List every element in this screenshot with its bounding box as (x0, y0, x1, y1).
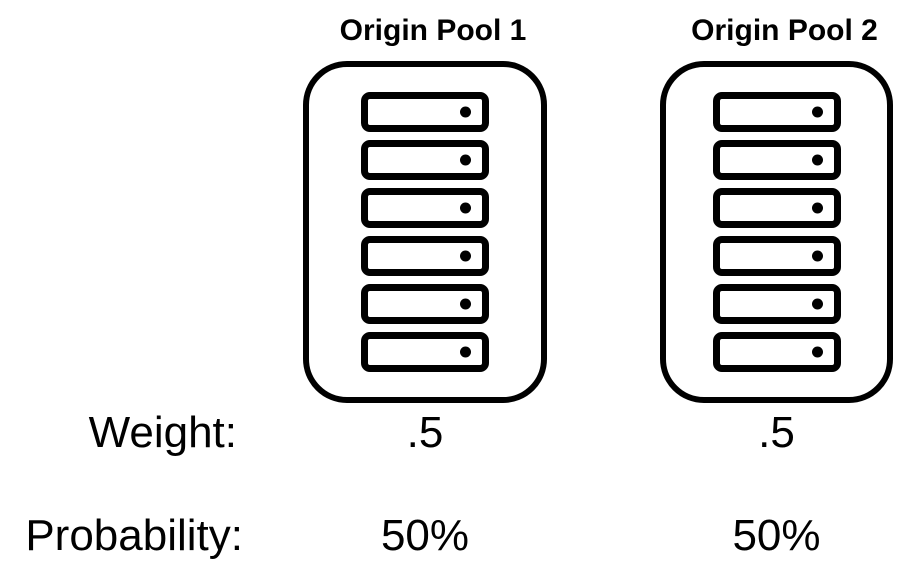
server-led-dot-icon (460, 250, 471, 262)
server-led-dot-icon (460, 202, 471, 214)
server-icon (361, 332, 489, 372)
origin-pool-2-weight-value: .5 (758, 408, 795, 457)
server-icon (361, 284, 489, 324)
server-led-dot-icon (811, 250, 823, 262)
server-icon (712, 140, 841, 180)
server-icon (712, 92, 841, 132)
server-icon (712, 332, 841, 372)
origin-pool-2-box (660, 61, 893, 403)
origin-pool-1-box (303, 61, 547, 403)
server-icon (712, 188, 841, 228)
server-icon (361, 140, 489, 180)
server-led-dot-icon (811, 106, 823, 118)
server-led-dot-icon (460, 106, 471, 118)
origin-pool-2-title: Origin Pool 2 (691, 14, 878, 47)
origin-pool-1-weight-value: .5 (406, 408, 444, 457)
server-led-dot-icon (460, 154, 471, 166)
server-icon (361, 188, 489, 228)
origin-pool-1-title: Origin Pool 1 (339, 14, 527, 47)
origin-pool-1-probability-value: 50% (380, 511, 470, 560)
server-icon (712, 236, 841, 276)
origin-pool-2: Origin Pool 2 (660, 13, 893, 403)
server-icon (361, 236, 489, 276)
server-led-dot-icon (811, 154, 823, 166)
server-led-dot-icon (811, 298, 823, 310)
server-led-dot-icon (460, 346, 471, 358)
origin-pool-1: Origin Pool 1 (303, 13, 547, 403)
weight-row-label: Weight: (88, 408, 237, 457)
server-icon (361, 92, 489, 132)
server-led-dot-icon (460, 298, 471, 310)
probability-row-label: Probability: (25, 511, 243, 560)
server-led-dot-icon (811, 346, 823, 358)
server-led-dot-icon (811, 202, 823, 214)
server-icon (712, 284, 841, 324)
origin-pool-2-probability-value: 50% (732, 511, 821, 560)
